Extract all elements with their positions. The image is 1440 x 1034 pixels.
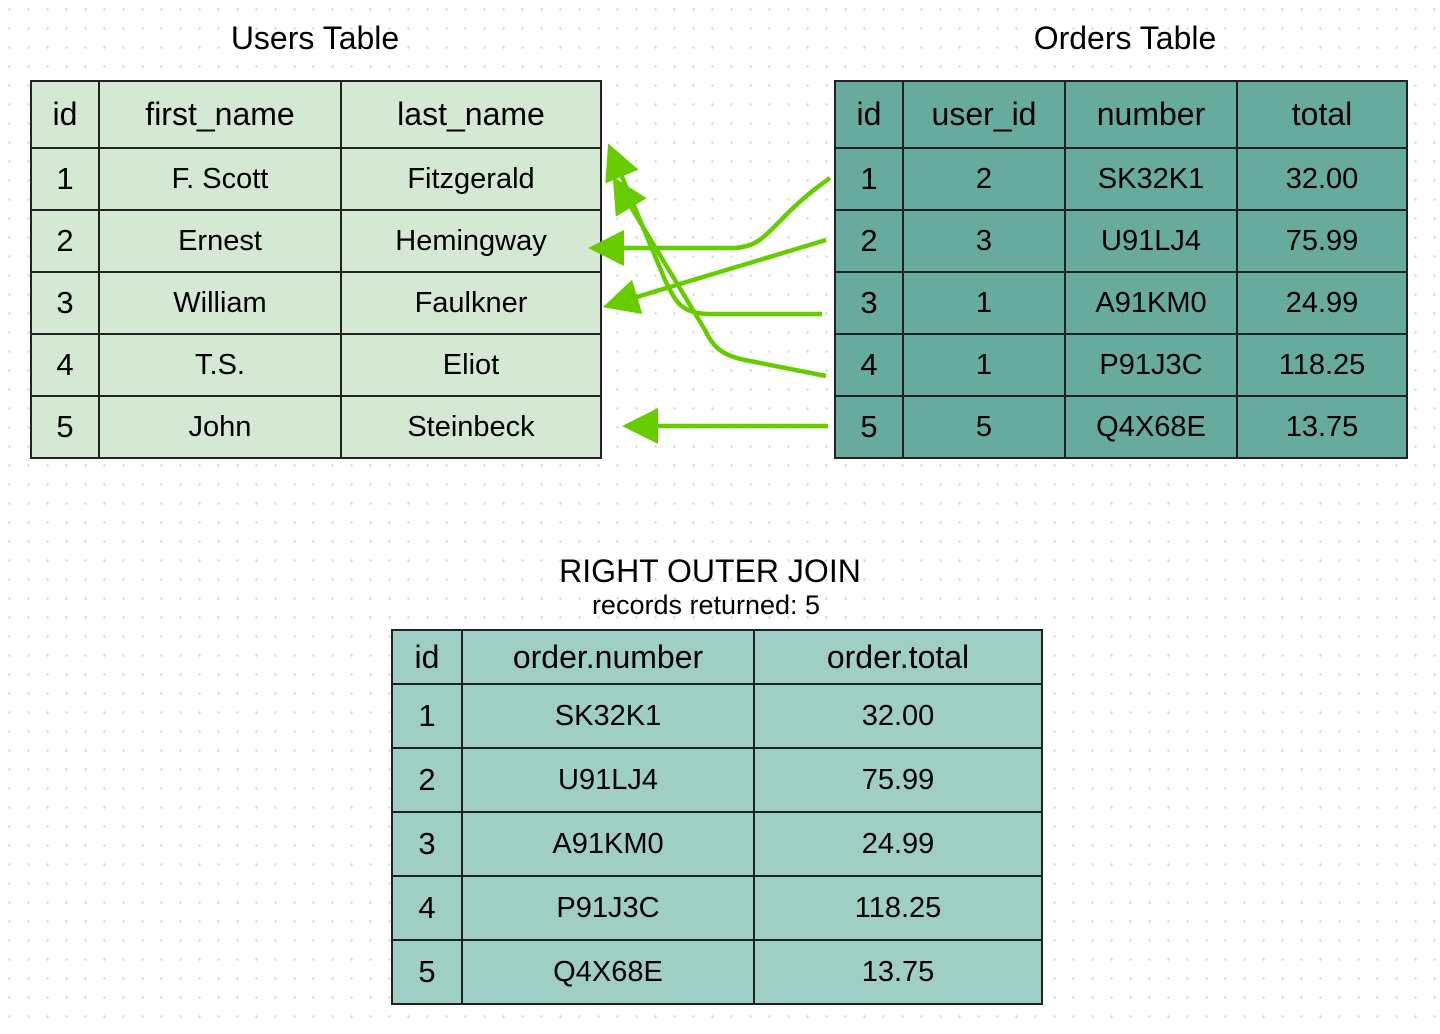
table-cell: 1 xyxy=(391,683,463,749)
table-cell: 3 xyxy=(30,271,100,335)
column-header: id xyxy=(834,80,904,149)
table-cell: 4 xyxy=(391,875,463,941)
column-header: number xyxy=(1064,80,1238,149)
table-cell: 1 xyxy=(834,147,904,211)
arrow-order4-to-user1 xyxy=(612,176,827,379)
table-cell: T.S. xyxy=(98,333,342,397)
users-table-title: Users Table xyxy=(230,20,400,56)
column-header: id xyxy=(391,629,463,685)
table-cell: 2 xyxy=(30,209,100,273)
table-row: 1 2 SK32K1 32.00 xyxy=(834,147,1408,211)
join-result-table: id order.number order.total 1 SK32K1 32.… xyxy=(391,629,1043,1005)
table-cell: Q4X68E xyxy=(461,939,755,1005)
column-header: user_id xyxy=(902,80,1066,149)
column-header: total xyxy=(1236,80,1408,149)
arrow-order2-to-user3 xyxy=(602,237,827,315)
table-cell: 32.00 xyxy=(1236,147,1408,211)
table-cell: A91KM0 xyxy=(1064,271,1238,335)
table-header-row: id order.number order.total xyxy=(391,629,1043,685)
table-cell: F. Scott xyxy=(98,147,342,211)
table-cell: 75.99 xyxy=(1236,209,1408,273)
table-cell: 5 xyxy=(902,395,1066,459)
table-cell: 3 xyxy=(391,811,463,877)
table-cell: P91J3C xyxy=(461,875,755,941)
table-row: 3 William Faulkner xyxy=(30,271,602,335)
orders-table: id user_id number total 1 2 SK32K1 32.00… xyxy=(834,80,1408,459)
join-subtitle: records returned: 5 xyxy=(591,590,821,620)
table-cell: 2 xyxy=(834,209,904,273)
table-cell: U91LJ4 xyxy=(461,747,755,813)
table-cell: Eliot xyxy=(340,333,602,397)
table-header-row: id first_name last_name xyxy=(30,80,602,149)
table-row: 5 John Steinbeck xyxy=(30,395,602,459)
table-row: 2 U91LJ4 75.99 xyxy=(391,747,1043,813)
column-header: first_name xyxy=(98,80,342,149)
table-cell: 1 xyxy=(30,147,100,211)
table-cell: Faulkner xyxy=(340,271,602,335)
table-row: 3 1 A91KM0 24.99 xyxy=(834,271,1408,335)
column-header: order.number xyxy=(461,629,755,685)
table-cell: 5 xyxy=(834,395,904,459)
table-header-row: id user_id number total xyxy=(834,80,1408,149)
table-cell: 4 xyxy=(30,333,100,397)
table-row: 5 5 Q4X68E 13.75 xyxy=(834,395,1408,459)
table-cell: 5 xyxy=(391,939,463,1005)
table-cell: 13.75 xyxy=(753,939,1043,1005)
join-title: RIGHT OUTER JOIN xyxy=(559,553,861,589)
table-cell: U91LJ4 xyxy=(1064,209,1238,273)
column-header: id xyxy=(30,80,100,149)
table-row: 2 3 U91LJ4 75.99 xyxy=(834,209,1408,273)
orders-table-title: Orders Table xyxy=(1033,20,1217,56)
table-cell: 118.25 xyxy=(1236,333,1408,397)
table-cell: P91J3C xyxy=(1064,333,1238,397)
table-cell: 32.00 xyxy=(753,683,1043,749)
table-row: 4 P91J3C 118.25 xyxy=(391,875,1043,941)
table-row: 5 Q4X68E 13.75 xyxy=(391,939,1043,1005)
table-row: 4 T.S. Eliot xyxy=(30,333,602,397)
table-cell: SK32K1 xyxy=(461,683,755,749)
table-cell: Fitzgerald xyxy=(340,147,602,211)
table-cell: 3 xyxy=(902,209,1066,273)
table-cell: 1 xyxy=(902,333,1066,397)
table-row: 1 F. Scott Fitzgerald xyxy=(30,147,602,211)
table-row: 2 Ernest Hemingway xyxy=(30,209,602,273)
table-row: 1 SK32K1 32.00 xyxy=(391,683,1043,749)
table-cell: SK32K1 xyxy=(1064,147,1238,211)
table-cell: 24.99 xyxy=(753,811,1043,877)
table-cell: 118.25 xyxy=(753,875,1043,941)
table-cell: Steinbeck xyxy=(340,395,602,459)
table-cell: Hemingway xyxy=(340,209,602,273)
table-cell: 4 xyxy=(834,333,904,397)
users-table: id first_name last_name 1 F. Scott Fitzg… xyxy=(30,80,602,459)
table-cell: John xyxy=(98,395,342,459)
table-cell: 5 xyxy=(30,395,100,459)
table-cell: William xyxy=(98,271,342,335)
table-cell: 13.75 xyxy=(1236,395,1408,459)
table-cell: Ernest xyxy=(98,209,342,273)
table-cell: 24.99 xyxy=(1236,271,1408,335)
table-cell: 75.99 xyxy=(753,747,1043,813)
table-cell: 1 xyxy=(902,271,1066,335)
table-cell: 2 xyxy=(902,147,1066,211)
arrow-order3-to-user1 xyxy=(605,143,822,317)
table-row: 3 A91KM0 24.99 xyxy=(391,811,1043,877)
table-cell: 3 xyxy=(834,271,904,335)
table-cell: Q4X68E xyxy=(1064,395,1238,459)
table-row: 4 1 P91J3C 118.25 xyxy=(834,333,1408,397)
table-cell: A91KM0 xyxy=(461,811,755,877)
table-cell: 2 xyxy=(391,747,463,813)
arrow-order1-to-user2 xyxy=(588,176,832,266)
column-header: order.total xyxy=(753,629,1043,685)
column-header: last_name xyxy=(340,80,602,149)
